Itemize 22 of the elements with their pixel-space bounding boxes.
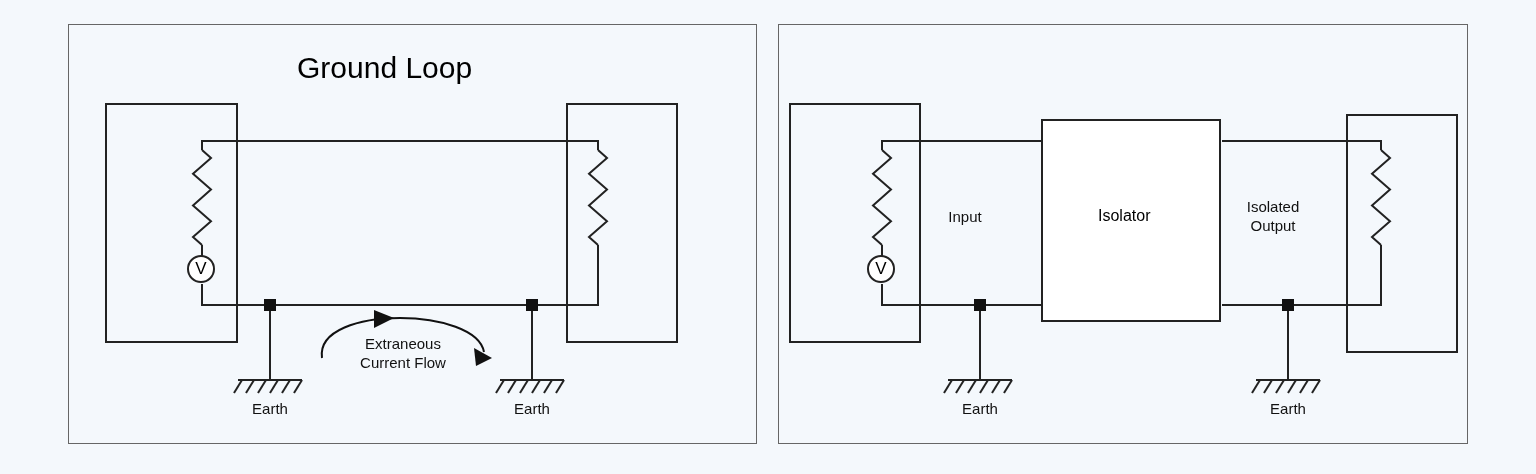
device-box <box>1346 114 1458 353</box>
diagram-panel <box>68 24 757 444</box>
signal-label: Input <box>947 207 983 226</box>
voltage-source-symbol: V <box>867 255 895 283</box>
wire <box>881 140 1043 151</box>
voltage-source-symbol: V <box>187 255 215 283</box>
wire <box>1221 244 1382 306</box>
device-box <box>789 103 921 343</box>
panel-title: Ground Loop <box>297 51 473 85</box>
ground-label: Earth <box>1269 399 1307 418</box>
wire <box>881 283 1043 306</box>
diagram-panel <box>778 24 1468 444</box>
device-box <box>566 103 678 343</box>
isolator-box <box>1041 119 1221 322</box>
box-label: Isolator <box>1098 207 1151 225</box>
device-box <box>105 103 238 343</box>
current-flow-label: Extraneous Current Flow <box>359 334 447 372</box>
ground-label: Earth <box>961 399 999 418</box>
signal-label: Isolated Output <box>1245 197 1301 235</box>
wire <box>1221 140 1382 151</box>
ground-label: Earth <box>513 399 551 418</box>
ground-label: Earth <box>251 399 289 418</box>
